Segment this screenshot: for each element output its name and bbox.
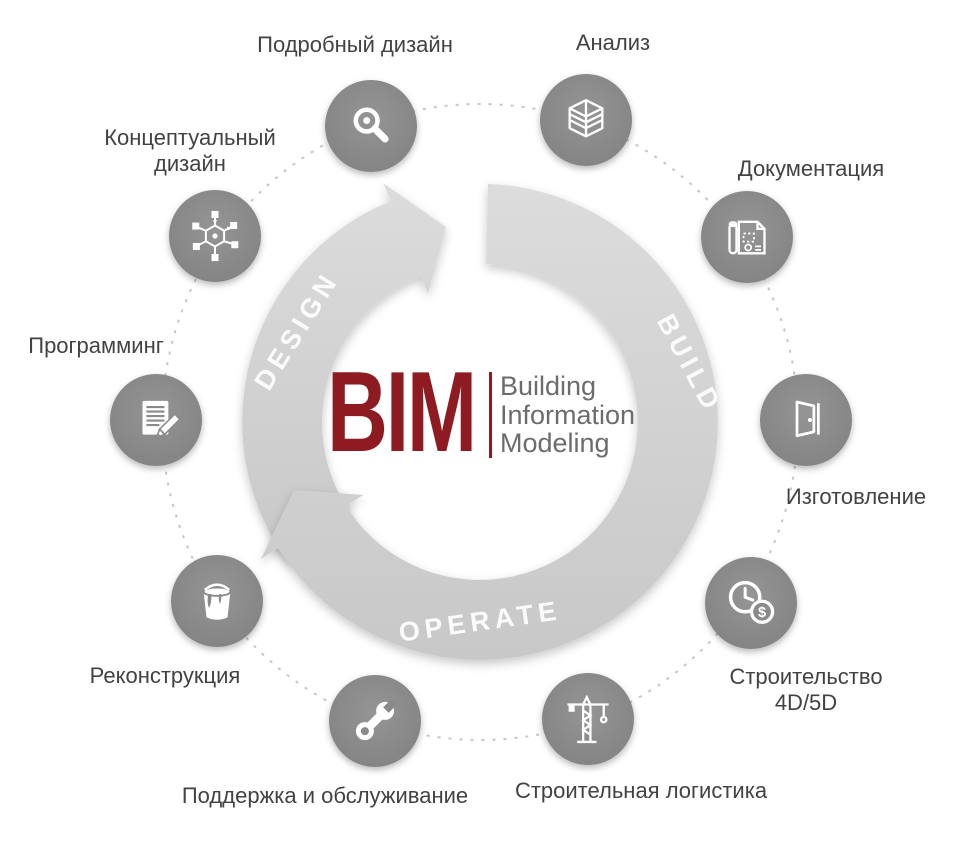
bim-word-modeling: Modeling	[500, 428, 610, 458]
wrench-icon	[355, 698, 398, 741]
door-icon	[795, 400, 820, 438]
node-label-detailed-design: Подробный дизайн	[257, 32, 453, 57]
node-detailed-design	[325, 80, 417, 172]
bim-word-information: Information	[500, 399, 636, 430]
node-construction-logistics	[542, 673, 634, 765]
design-arc-arrow	[242, 183, 446, 562]
node-label-construction-4d5d: Строительство 4D/5D	[729, 664, 883, 715]
node-fabrication	[760, 374, 852, 466]
node-documentation	[701, 191, 793, 283]
build-operate-arc-arrow	[261, 184, 718, 660]
paint-bucket-icon	[202, 583, 232, 620]
clock-dollar-icon: $	[728, 580, 775, 624]
network-icon	[192, 210, 239, 262]
node-conceptual-design	[169, 190, 261, 282]
bim-wordmark: Building Information Modeling	[489, 372, 635, 458]
node-label-conceptual-design: Концептуальный дизайн	[104, 125, 276, 176]
node-analysis	[540, 74, 632, 166]
node-label-renovation: Реконструкция	[89, 663, 241, 688]
dollar-glyph: $	[758, 605, 766, 621]
node-label-programming: Программинг	[28, 333, 164, 358]
blueprint-icon	[728, 220, 766, 255]
bim-word-building: Building	[500, 371, 597, 401]
node-renovation	[171, 555, 263, 647]
bim-acronym: BIM	[327, 349, 477, 476]
node-construction-4d5d: $	[705, 557, 797, 649]
node-maintenance	[329, 675, 421, 767]
node-label-construction-logistics: Строительная логистика	[514, 778, 768, 803]
node-programming	[110, 374, 202, 466]
crane-icon	[567, 694, 609, 744]
document-pencil-icon	[142, 400, 181, 439]
cube-icon	[568, 99, 604, 138]
magnifier-icon	[353, 107, 389, 143]
node-label-maintenance: Поддержка и обслуживание	[181, 783, 469, 808]
node-label-documentation: Документация	[737, 156, 885, 181]
node-label-analysis: Анализ	[575, 30, 651, 55]
node-label-fabrication: Изготовление	[785, 484, 927, 509]
